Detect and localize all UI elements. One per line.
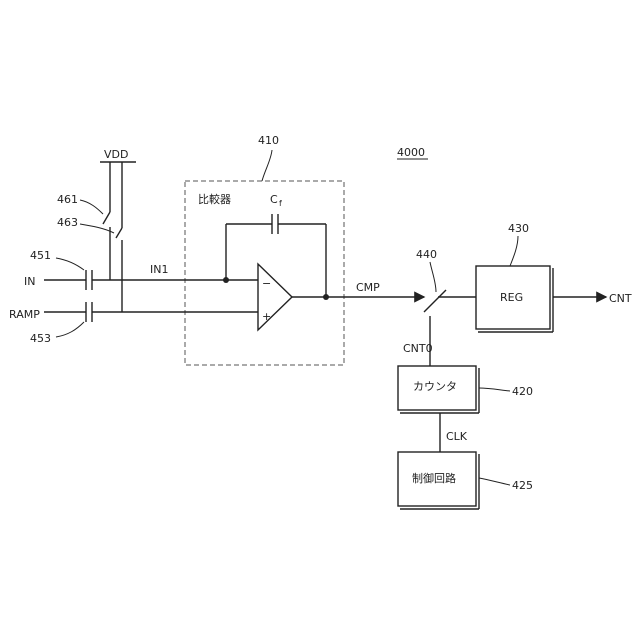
counter-ref: 420 [512, 385, 533, 398]
vdd-label: VDD [104, 148, 128, 161]
comparator-ref-leader [262, 150, 272, 181]
comparator-ref: 410 [258, 134, 279, 147]
ref-451-leader [56, 258, 84, 270]
clk-label: CLK [446, 430, 468, 443]
counter-name: カウンタ [413, 380, 457, 393]
cnt-label: CNT [609, 292, 632, 305]
switch-463-blade [116, 228, 122, 238]
ref-461-leader [80, 200, 103, 214]
ref-451: 451 [30, 249, 51, 262]
counter-ref-leader [479, 388, 510, 391]
ref-453: 453 [30, 332, 51, 345]
figure-number: 4000 [397, 146, 425, 159]
comparator-plus: + [262, 310, 271, 323]
switch-ref-leader [430, 262, 436, 292]
output-junction-dot [323, 294, 329, 300]
switch-440-blade [424, 290, 446, 312]
ref-463: 463 [57, 216, 78, 229]
control-ref: 425 [512, 479, 533, 492]
reg-label: REG [500, 291, 523, 304]
cmp-label: CMP [356, 281, 380, 294]
in-label: IN [24, 275, 35, 288]
switch-461-blade [103, 212, 110, 224]
reg-ref-leader [510, 236, 518, 266]
ref-453-leader [56, 322, 84, 337]
switch-ref: 440 [416, 248, 437, 261]
control-ref-leader [479, 478, 510, 485]
control-name: 制御回路 [412, 471, 456, 485]
cnt0-label: CNT0 [403, 342, 433, 355]
ref-463-leader [80, 224, 114, 233]
cf-label: C [270, 193, 278, 206]
ref-461: 461 [57, 193, 78, 206]
comparator-minus: − [262, 277, 271, 290]
reg-ref: 430 [508, 222, 529, 235]
comparator-name: 比較器 [198, 192, 231, 206]
ramp-label: RAMP [9, 308, 40, 321]
in1-label: IN1 [150, 263, 168, 276]
cf-subscript: f [279, 199, 282, 208]
